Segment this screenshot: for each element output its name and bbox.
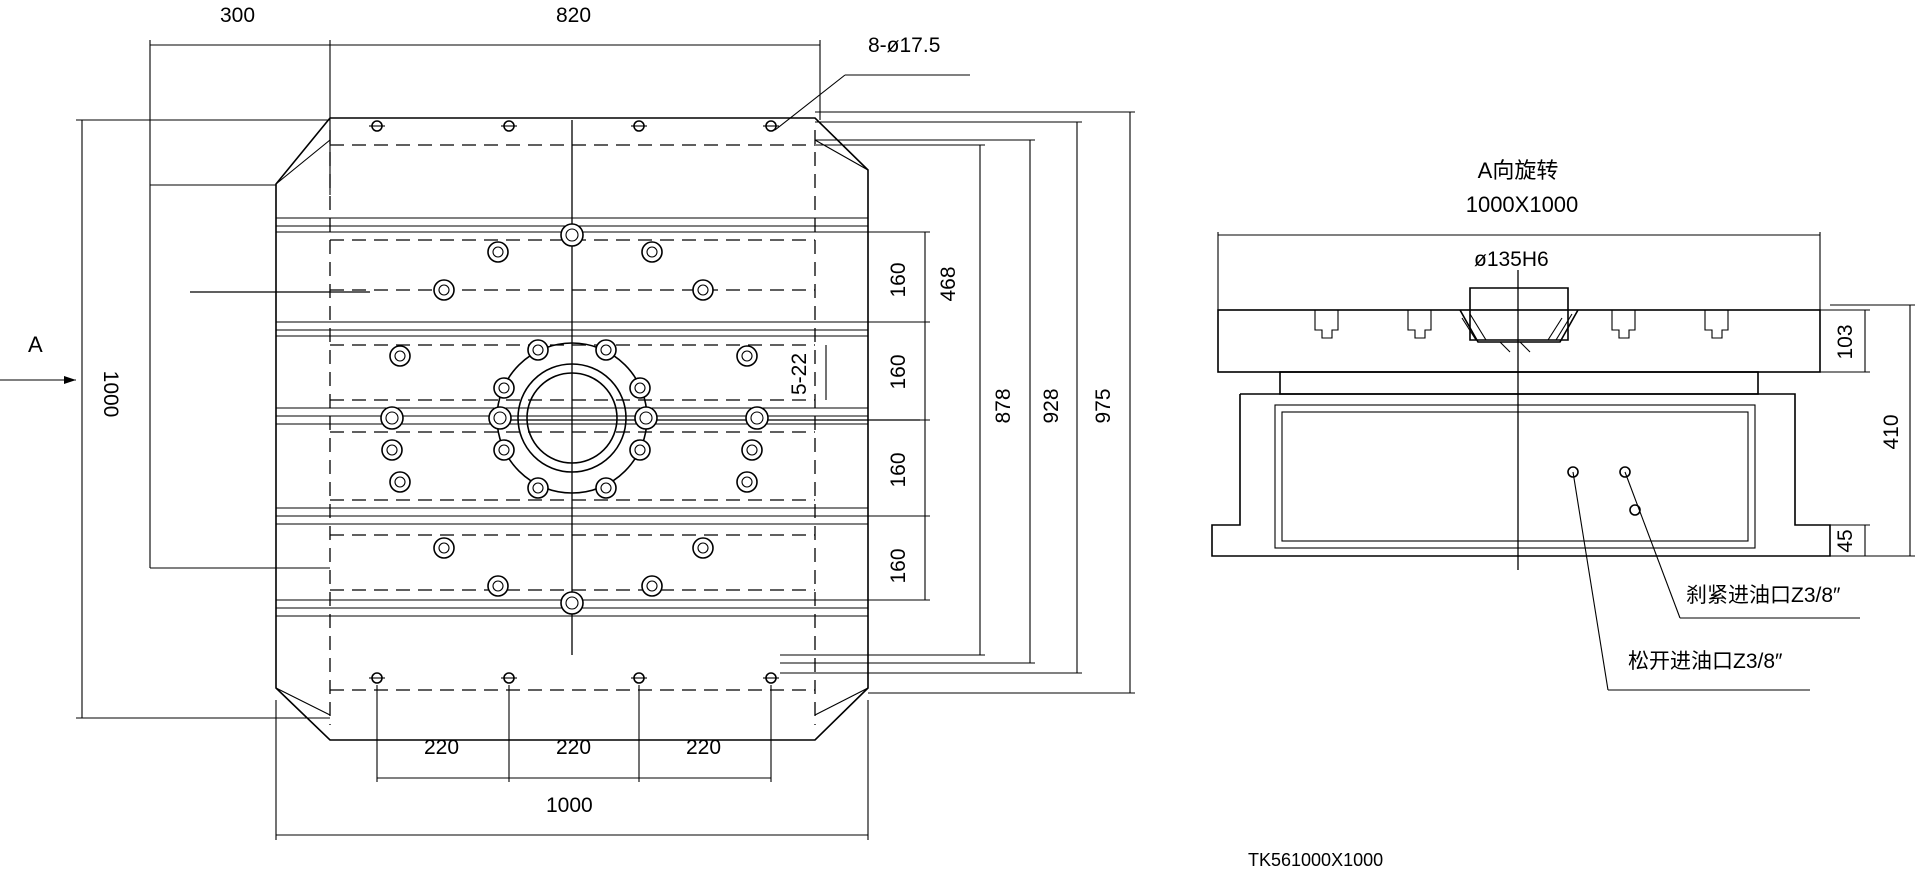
dim-410: 410 bbox=[1880, 414, 1903, 449]
dim-160-d: 160 bbox=[887, 548, 910, 583]
dim-820: 820 bbox=[556, 4, 591, 27]
dim-160-a: 160 bbox=[887, 262, 910, 297]
section-view: A向旋转 1000X1000 ø135H6 bbox=[1211, 158, 1915, 691]
dim-160-c: 160 bbox=[887, 452, 910, 487]
dim-1000-left: 1000 bbox=[99, 371, 122, 418]
dim-220-c: 220 bbox=[686, 736, 721, 759]
drawing-code: TK561000X1000 bbox=[1248, 850, 1383, 869]
callout-release-port: 松开进油口Z3/8″ bbox=[1628, 650, 1783, 673]
table-outline bbox=[275, 117, 869, 741]
bolt-pattern bbox=[380, 223, 769, 615]
bore-callout: ø135H6 bbox=[1474, 248, 1549, 271]
dim-160-b: 160 bbox=[887, 354, 910, 389]
dim-5-22: 5-22 bbox=[788, 353, 811, 395]
section-title: A向旋转 bbox=[1478, 158, 1559, 183]
dim-45: 45 bbox=[1834, 529, 1857, 552]
plan-view: 300 820 8-ø17.5 A 1000 160 468 160 5-22 … bbox=[0, 4, 1135, 840]
hatch bbox=[1461, 313, 1573, 353]
dim-220-b: 220 bbox=[556, 736, 591, 759]
dim-468: 468 bbox=[937, 266, 960, 301]
dim-220-a: 220 bbox=[424, 736, 459, 759]
view-marker-a: A bbox=[28, 332, 43, 357]
dim-975: 975 bbox=[1092, 388, 1115, 423]
hole-callout: 8-ø17.5 bbox=[868, 34, 940, 57]
mounting-holes bbox=[369, 120, 779, 684]
table-top bbox=[1217, 309, 1821, 373]
dim-1000-bottom: 1000 bbox=[546, 794, 593, 817]
section-subtitle: 1000X1000 bbox=[1466, 192, 1579, 217]
dim-878: 878 bbox=[992, 388, 1015, 423]
plan-dimension-lines bbox=[0, 40, 1135, 840]
callout-clamp-port: 刹紧进油口Z3/8″ bbox=[1686, 584, 1841, 607]
dim-928: 928 bbox=[1040, 388, 1063, 423]
dim-300: 300 bbox=[220, 4, 255, 27]
dim-103: 103 bbox=[1834, 324, 1857, 359]
